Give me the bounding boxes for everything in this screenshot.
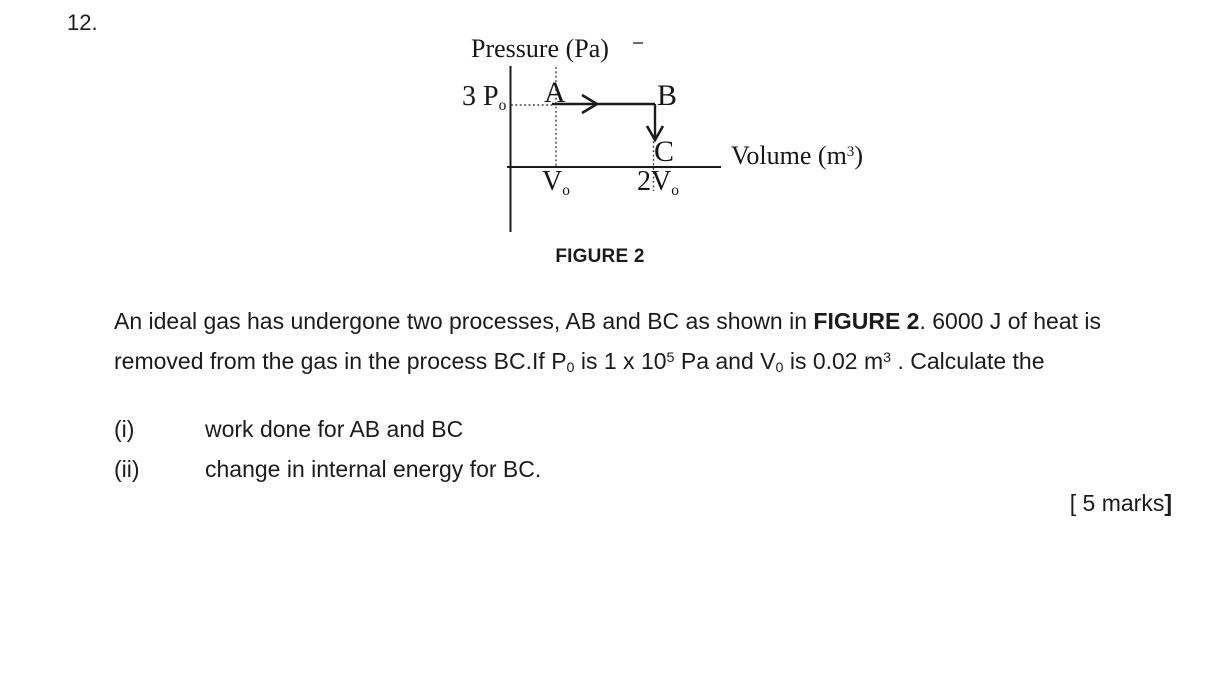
p0-subscript: 0 — [566, 360, 575, 377]
point-label-a: A — [544, 76, 566, 109]
pressure-tick-label-3p0: 3 Po — [462, 81, 507, 115]
v0-subscript: 0 — [775, 360, 784, 377]
point-label-b: B — [657, 79, 678, 112]
volume-tick-2v0-subscript: o — [671, 182, 679, 200]
question-text-segment: An ideal gas has undergone two processes… — [114, 308, 814, 334]
volume-axis-label-superscript: 3 — [846, 144, 855, 161]
item-text: change in internal energy for BC. — [205, 456, 542, 482]
m-cubed-superscript: 3 — [883, 349, 892, 366]
volume-tick-2v0: 2Vo — [637, 166, 679, 200]
question-text-segment: . 6000 J of heat is — [919, 308, 1102, 334]
question-number: 12. — [67, 10, 98, 35]
volume-axis-label: Volume (m3) — [731, 142, 863, 169]
pv-diagram-figure: Pressure (Pa) Volume (m3) 3 Po A B C Vo … — [440, 30, 900, 246]
marks-closing-bracket: ] — [1164, 490, 1172, 516]
question-text: An ideal gas has undergone two processes… — [114, 301, 1101, 385]
arrow-right-icon — [581, 93, 600, 115]
volume-tick-v0: Vo — [542, 166, 570, 200]
question-text-segment: . Calculate the — [891, 348, 1045, 374]
pv-diagram-canvas — [507, 66, 721, 232]
question-text-segment: Pa and V — [674, 348, 776, 374]
ten-power-superscript: 5 — [666, 349, 675, 366]
item-number: (i) — [114, 416, 135, 442]
figure-reference-bold: FIGURE 2 — [813, 308, 920, 334]
volume-axis-label-text: Volume (m — [731, 141, 847, 170]
marks-text: [ 5 marks — [1069, 490, 1165, 516]
stray-scan-mark — [633, 42, 643, 44]
figure-caption: FIGURE 2 — [555, 246, 645, 267]
volume-tick-v0-text: V — [542, 166, 563, 197]
point-label-c: C — [654, 135, 675, 168]
volume-axis-label-close: ) — [854, 141, 864, 170]
pressure-tick-text: 3 P — [462, 81, 499, 112]
list-item: (i) work done for AB and BC — [114, 409, 541, 449]
volume-tick-v0-subscript: o — [562, 182, 570, 200]
question-text-line-2: removed from the gas in the process BC.I… — [114, 341, 1101, 385]
pressure-axis-label: Pressure (Pa) — [471, 34, 609, 63]
question-text-segment: is 1 x 10 — [574, 348, 667, 374]
pressure-tick-subscript: o — [498, 97, 507, 115]
question-text-line-1: An ideal gas has undergone two processes… — [114, 301, 1101, 341]
arrow-down-icon — [645, 125, 665, 143]
sub-question-list: (i) work done for AB and BC (ii) change in… — [114, 409, 541, 489]
question-text-segment: is 0.02 m — [783, 348, 884, 374]
marks-label: [ 5 marks] — [940, 490, 1172, 517]
item-text: work done for AB and BC — [205, 416, 464, 442]
volume-tick-2v0-text: 2V — [637, 166, 672, 197]
item-number: (ii) — [114, 456, 140, 482]
question-text-segment: removed from the gas in the process BC.I… — [114, 348, 567, 374]
list-item: (ii) change in internal energy for BC. — [114, 449, 541, 489]
